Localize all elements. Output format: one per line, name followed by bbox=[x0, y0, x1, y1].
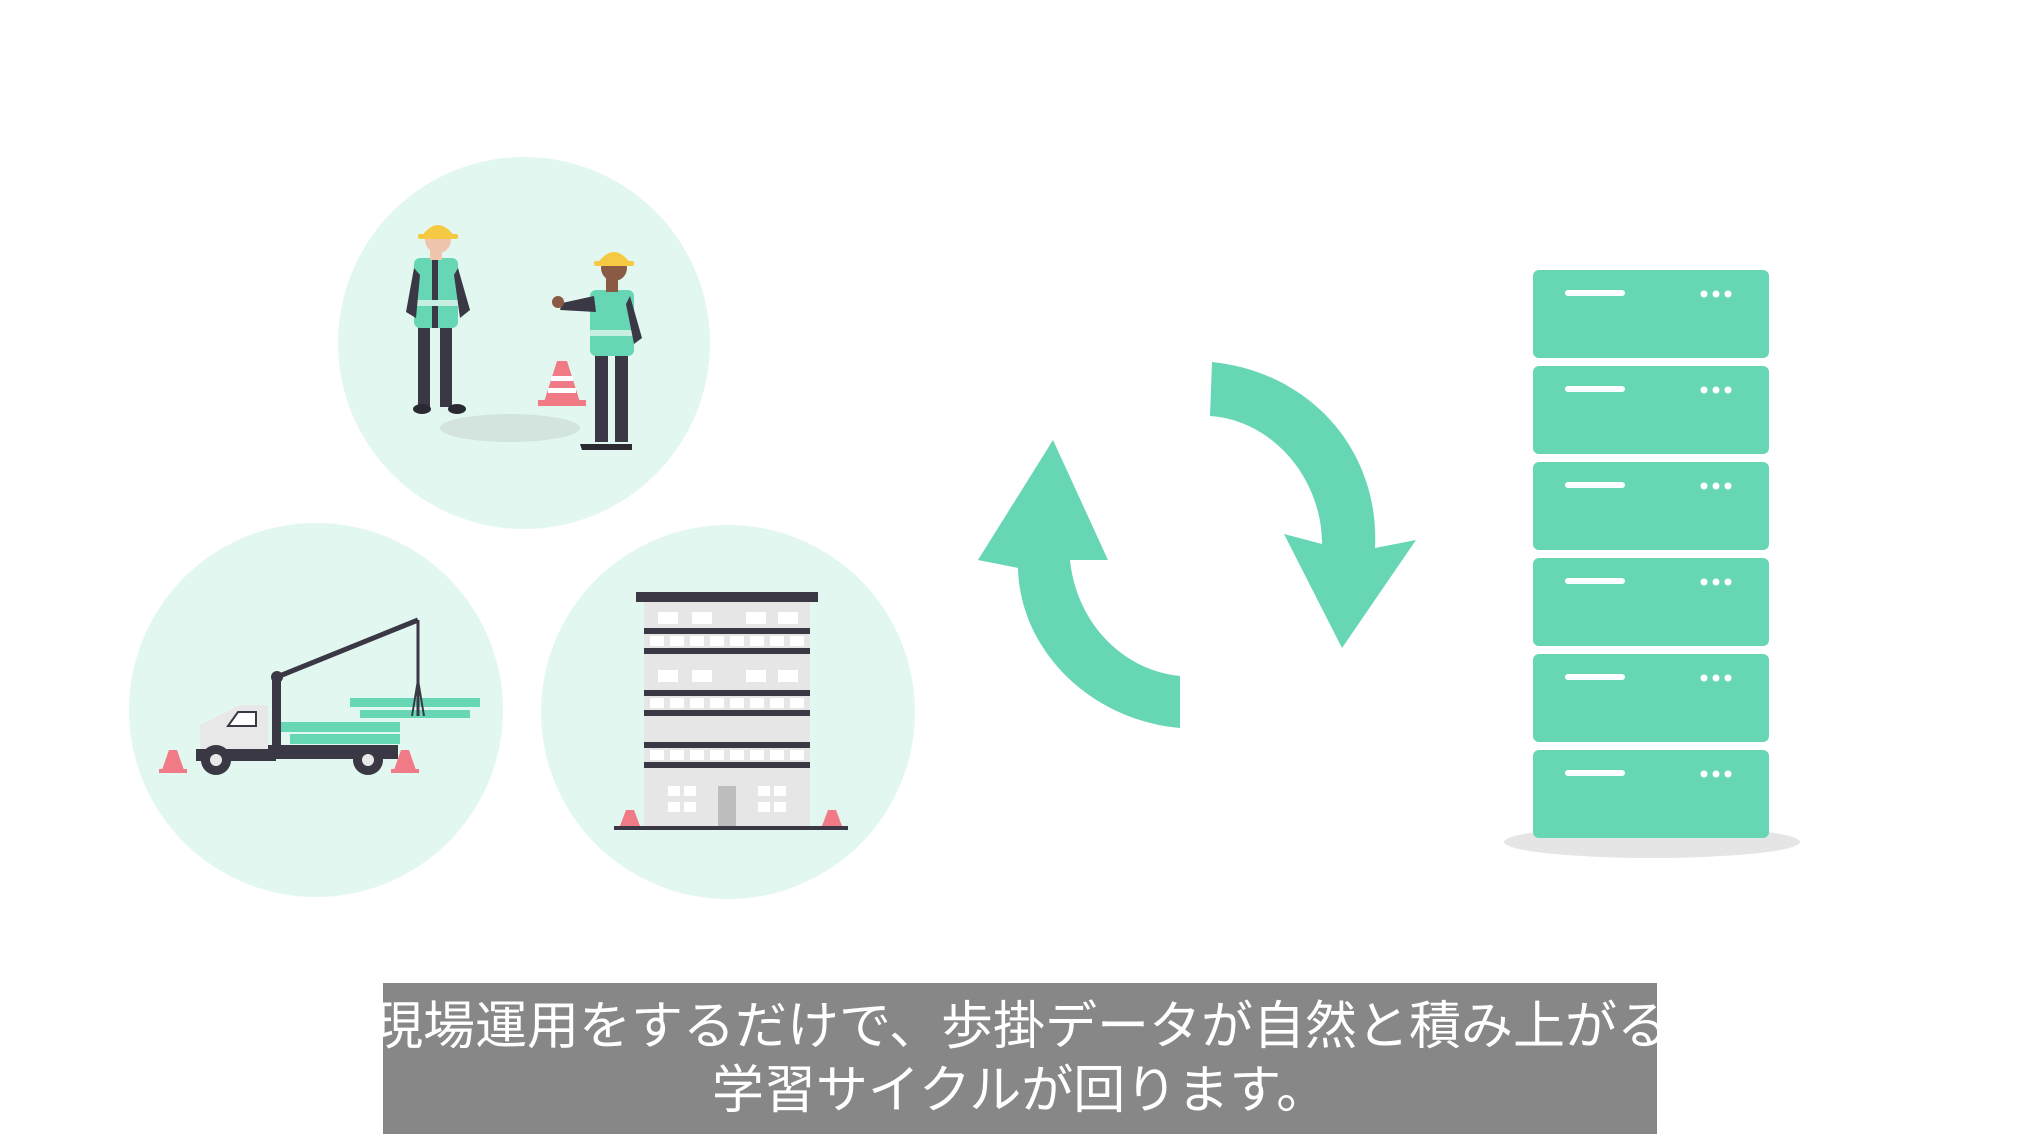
caption-line-2: 学習サイクルが回ります。 bbox=[711, 1060, 1329, 1121]
server-unit bbox=[1533, 654, 1769, 742]
server-unit bbox=[1533, 462, 1769, 550]
server-stack-icon bbox=[1504, 270, 1800, 858]
server-unit bbox=[1533, 270, 1769, 358]
crane-truck-illustration bbox=[129, 523, 503, 897]
traffic-cone-icon bbox=[538, 361, 586, 406]
worker-left bbox=[406, 225, 470, 414]
cycle-arrows-icon bbox=[978, 362, 1416, 728]
server-unit bbox=[1533, 366, 1769, 454]
server-unit bbox=[1533, 750, 1769, 838]
subtitle-caption: 現場運用をするだけで、歩掛データが自然と積み上がる 学習サイクルが回ります。 bbox=[371, 983, 1669, 1134]
server-unit bbox=[1533, 558, 1769, 646]
workers-illustration bbox=[338, 157, 710, 529]
worker-right bbox=[552, 252, 642, 450]
building-illustration bbox=[541, 525, 915, 899]
caption-line-1: 現場運用をするだけで、歩掛データが自然と積み上がる bbox=[371, 996, 1669, 1057]
